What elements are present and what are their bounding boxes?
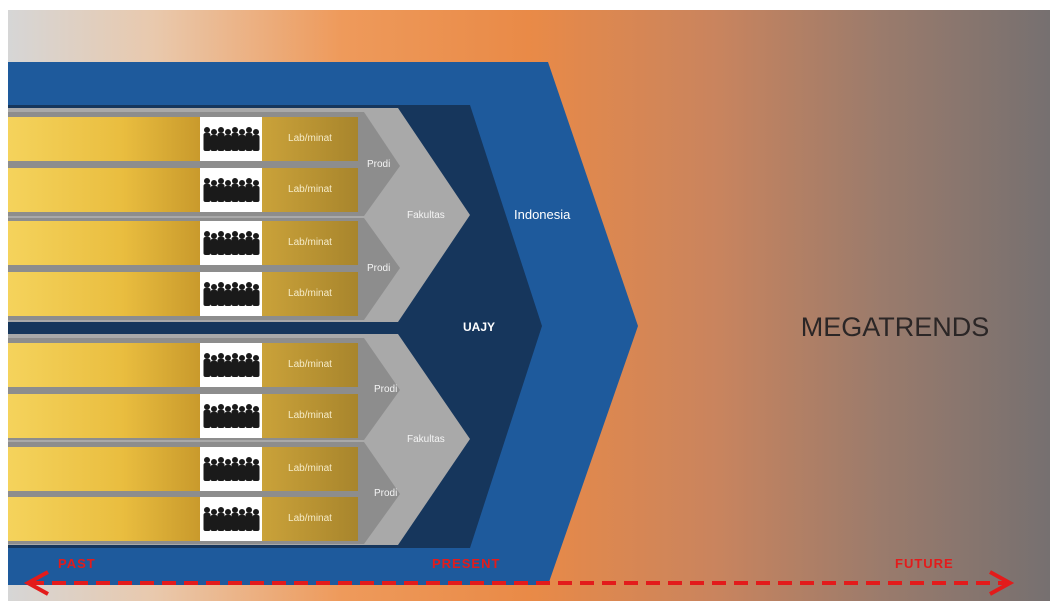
lab-label: Lab/minat [288,133,332,144]
lab-row-box [262,447,358,491]
timeline-present-label: PRESENT [432,556,501,571]
lab-row-box [262,394,358,438]
prodi-label: Prodi [374,488,398,499]
lab-row-bar [8,168,200,212]
people-group-icon [200,447,262,491]
lab-row-box [262,168,358,212]
lab-row-box [262,221,358,265]
prodi-label: Prodi [367,263,391,274]
lab-row-box [262,497,358,541]
lab-label: Lab/minat [288,513,332,524]
fakultas-label: Fakultas [407,210,445,221]
people-group-icon [200,343,262,387]
lab-label: Lab/minat [288,359,332,370]
lab-row-bar [8,117,200,161]
lab-row-bar [8,447,200,491]
people-group-icon [200,221,262,265]
lab-label: Lab/minat [288,288,332,299]
prodi-label: Prodi [367,159,391,170]
people-group-icon [200,168,262,212]
lab-label: Lab/minat [288,463,332,474]
lab-row-bar [8,394,200,438]
people-icons [200,117,262,541]
lab-row-bar [8,272,200,316]
lab-label: Lab/minat [288,237,332,248]
lab-row-bar [8,221,200,265]
uajy-label: UAJY [463,320,496,334]
timeline-future-label: FUTURE [895,556,954,571]
lab-rows [8,117,358,541]
lab-row-bar [8,497,200,541]
timeline-left-arrowhead [23,570,49,596]
people-group-icon [200,117,262,161]
people-group-icon [200,394,262,438]
lab-row-box [262,343,358,387]
timeline-right-arrowhead [989,570,1015,596]
lab-label: Lab/minat [288,184,332,195]
fakultas-label: Fakultas [407,434,445,445]
lab-row-bar [8,343,200,387]
timeline-past-label: PAST [58,556,96,571]
people-group-icon [200,272,262,316]
megatrends-title: MEGATRENDS [800,312,990,342]
prodi-label: Prodi [374,384,398,395]
lab-row-box [262,117,358,161]
lab-label: Lab/minat [288,410,332,421]
people-group-icon [200,497,262,541]
lab-row-box [262,272,358,316]
indonesia-label: Indonesia [514,207,571,222]
